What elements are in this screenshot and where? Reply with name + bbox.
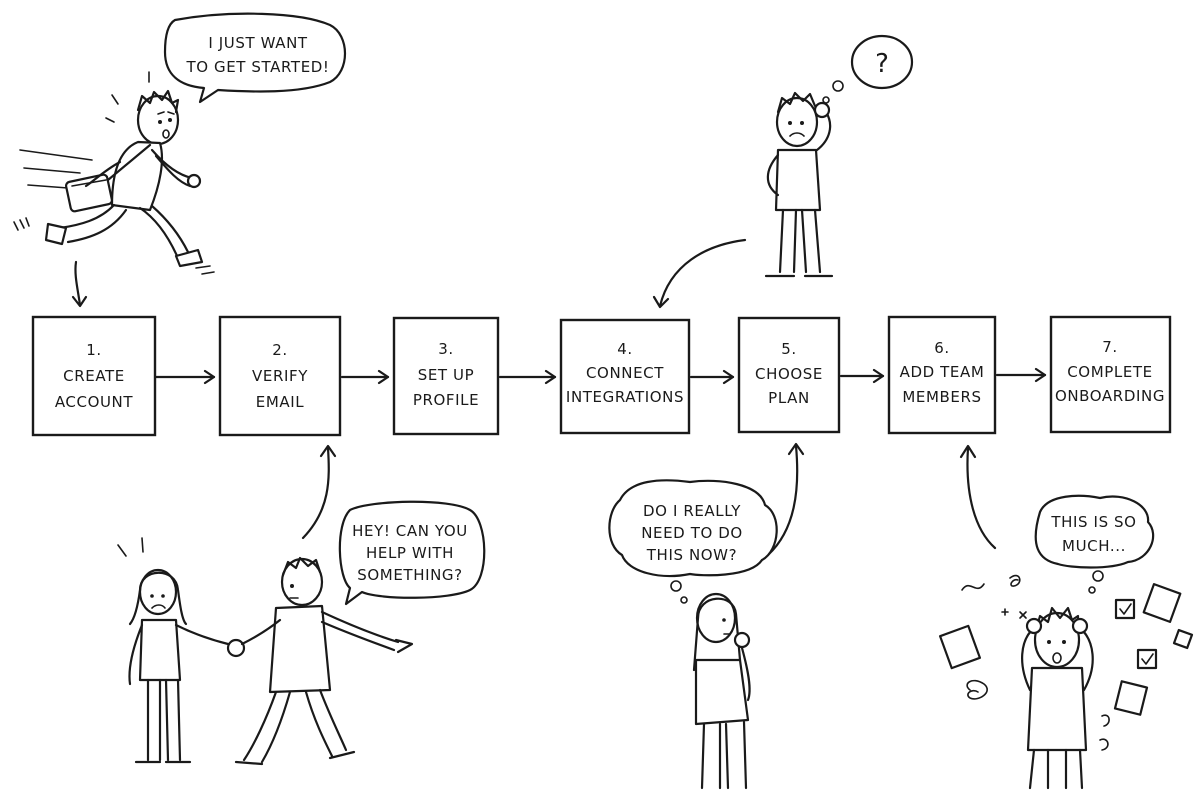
arrow-confused-to-step-4 xyxy=(652,238,747,309)
flow-arrows xyxy=(154,367,1047,385)
flying-papers-illustration xyxy=(938,574,1194,751)
step-label-line1: CREATE xyxy=(63,367,125,385)
bubble-text-line3: THIS NOW? xyxy=(646,546,737,564)
step-label-line1: COMPLETE xyxy=(1067,363,1153,381)
arrow-3-to-4 xyxy=(498,369,557,385)
step-label-line1: CONNECT xyxy=(586,364,664,382)
arrow-1-to-2 xyxy=(154,369,216,385)
runner-person-illustration xyxy=(13,71,215,275)
step-number: 7. xyxy=(1102,338,1118,356)
step-label-line1: CHOOSE xyxy=(755,365,823,383)
step-label-line2: EMAIL xyxy=(256,393,305,411)
step-label-line1: ADD TEAM xyxy=(900,363,985,381)
arrow-4-to-5 xyxy=(689,369,735,385)
bubble-text-line3: SOMETHING? xyxy=(357,566,462,584)
overwhelmed-person-illustration xyxy=(1021,606,1094,790)
step-label-line1: SET UP xyxy=(418,366,475,384)
arrow-6-to-7 xyxy=(995,367,1047,383)
step-label-line2: MEMBERS xyxy=(902,388,981,406)
bubble-text-line1: I JUST WANT xyxy=(208,34,308,52)
step-box-2: 2. VERIFY EMAIL xyxy=(218,315,342,437)
step-label-line2: PLAN xyxy=(768,389,810,407)
bubble-text-line1: DO I REALLY xyxy=(643,502,741,520)
step-label-line2: INTEGRATIONS xyxy=(566,388,684,406)
overwhelmed-thought-bubble: THIS IS SO MUCH... xyxy=(1034,494,1155,594)
bubble-text-line1: THIS IS SO xyxy=(1050,513,1136,531)
step-number: 4. xyxy=(617,340,633,358)
step-label-line2: PROFILE xyxy=(413,391,479,409)
bubble-text-line1: HEY! CAN YOU xyxy=(352,522,468,540)
arrow-overwhelmed-to-step-6 xyxy=(959,444,997,550)
arrow-2-to-3 xyxy=(340,369,390,385)
arrow-helper-to-step-2 xyxy=(301,444,337,540)
step-box-4: 4. CONNECT INTEGRATIONS xyxy=(559,318,691,435)
step-box-5: 5. CHOOSE PLAN xyxy=(737,316,841,434)
arrow-runner-to-step-1 xyxy=(71,260,88,308)
step-number: 5. xyxy=(781,340,797,358)
step-box-6: 6. ADD TEAM MEMBERS xyxy=(887,315,997,435)
step-box-3: 3. SET UP PROFILE xyxy=(392,316,500,436)
arrow-doubter-to-step-5 xyxy=(766,442,805,557)
step-label-line2: ACCOUNT xyxy=(55,393,134,411)
step-number: 1. xyxy=(86,341,102,359)
step-label-line1: VERIFY xyxy=(252,367,308,385)
step-box-1: 1. CREATE ACCOUNT xyxy=(31,315,157,437)
speech-bubble-helper: HEY! CAN YOU HELP WITH SOMETHING? xyxy=(338,500,486,606)
step-box-7: 7. COMPLETE ONBOARDING xyxy=(1049,315,1172,434)
thought-question-mark: ? xyxy=(875,49,889,79)
speech-bubble-runner: I JUST WANT TO GET STARTED! xyxy=(163,12,347,104)
bubble-text-line2: NEED TO DO xyxy=(641,524,743,542)
bubble-text-line2: TO GET STARTED! xyxy=(185,58,329,76)
step-number: 2. xyxy=(272,341,288,359)
doubter-thought-bubble: DO I REALLY NEED TO DO THIS NOW? xyxy=(608,479,778,604)
pointer-arrows xyxy=(71,238,997,557)
doubter-person-illustration xyxy=(692,592,751,790)
step-label-line2: ONBOARDING xyxy=(1055,387,1165,405)
confused-person-illustration: ? xyxy=(764,34,914,278)
step-number: 3. xyxy=(438,340,454,358)
step-number: 6. xyxy=(934,339,950,357)
arrow-5-to-6 xyxy=(839,368,885,384)
helper-couple-illustration xyxy=(117,537,414,766)
bubble-text-line2: HELP WITH xyxy=(366,544,454,562)
bubble-text-line2: MUCH... xyxy=(1062,537,1126,555)
